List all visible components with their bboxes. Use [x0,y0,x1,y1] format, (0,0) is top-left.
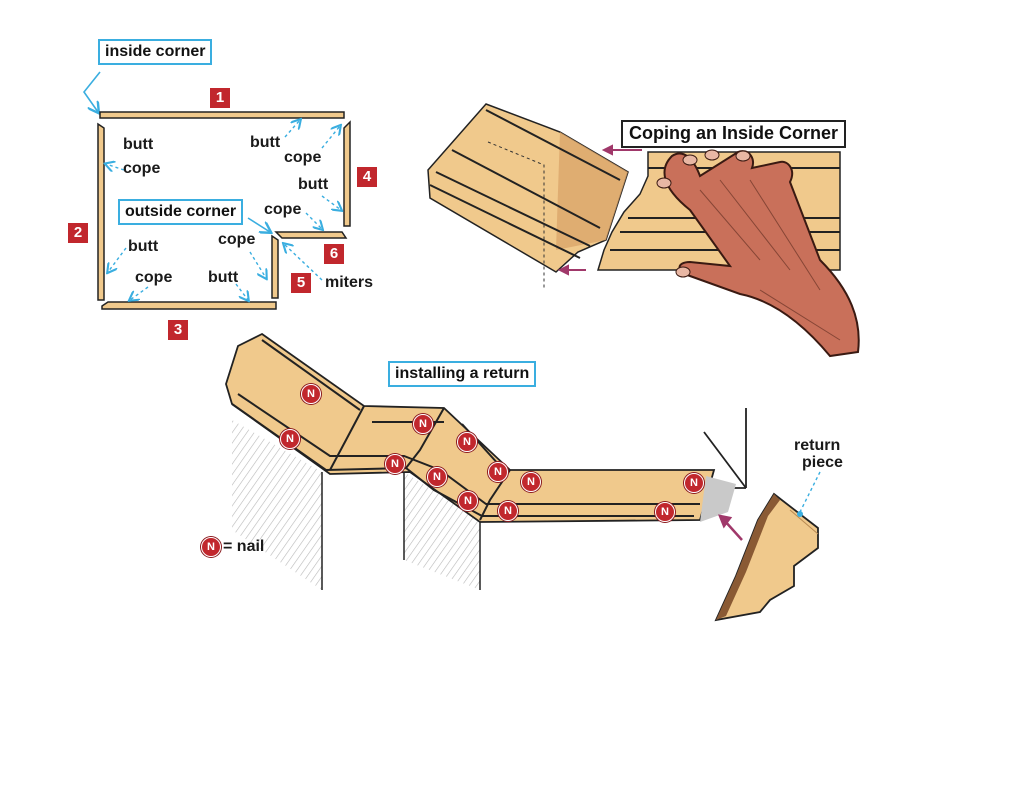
joint-label-butt: butt [123,136,154,153]
joint-label-butt: butt [208,269,239,286]
joint-label-cope: cope [123,160,161,177]
trim-piece-3 [101,301,277,310]
outside-corner-label: outside corner [118,199,244,225]
return-shadow [700,476,736,522]
inside-corner-label: inside corner [98,39,213,65]
nail-icon: N [427,467,447,487]
return-title: installing a return [388,361,537,387]
piece-badge-5: 5 [291,273,311,293]
leader-p6-cope [305,212,322,229]
leader-p1-butt [284,120,300,138]
nail-icon: N [457,432,477,452]
miters-label: miters [325,274,374,291]
inside-corner-arrow [83,71,101,112]
return-piece-label-1: return [794,437,841,454]
leader-miters [284,244,323,281]
joint-label-cope: cope [218,231,256,248]
joint-label-cope: cope [264,201,302,218]
piece-badge-3: 3 [168,320,188,340]
joint-label-butt: butt [250,134,281,151]
joint-label-cope: cope [135,269,173,286]
trim-piece-1 [99,111,345,119]
coped-molding-piece [427,103,629,290]
nail-icon: N [413,414,433,434]
direction-arrows [557,144,642,276]
nail-icon: N [521,472,541,492]
coping-title: Coping an Inside Corner [621,120,847,148]
nail-icon: N [684,473,704,493]
nail-icon: N [301,384,321,404]
nail-icon: N [458,491,478,511]
piece-badge-6: 6 [324,244,344,264]
trim-piece-2 [97,122,105,301]
return-piece [714,492,819,622]
leader-p5-cope [249,251,266,278]
leader-p2-butt [108,247,127,272]
leader-p4-butt [321,195,341,210]
leader-p4-cope [321,126,340,149]
legend-nail-icon: N [201,537,221,557]
outside-corner-arrow [247,217,270,232]
wall-shadow [232,420,322,590]
piece-badge-2: 2 [68,223,88,243]
trim-piece-4 [343,120,351,227]
wall-shadow [404,472,480,590]
return-piece-label-2: piece [802,454,843,471]
return-direction-arrow [717,514,743,541]
joint-label-butt: butt [128,238,159,255]
joint-label-butt: butt [298,176,329,193]
nail-icon: N [488,462,508,482]
trim-piece-6 [274,231,348,239]
nail-icon: N [385,454,405,474]
hand-illustration [656,149,860,358]
piece-badge-4: 4 [357,167,377,187]
joint-label-cope: cope [284,149,322,166]
nail-icon: N [655,502,675,522]
nail-icon: N [498,501,518,521]
trim-piece-5 [271,234,279,299]
nail-icon: N [280,429,300,449]
leader-p3-cope [130,286,149,300]
return-piece-leader [799,471,821,513]
piece-badge-1: 1 [210,88,230,108]
legend-nail-text: = nail [223,538,265,555]
